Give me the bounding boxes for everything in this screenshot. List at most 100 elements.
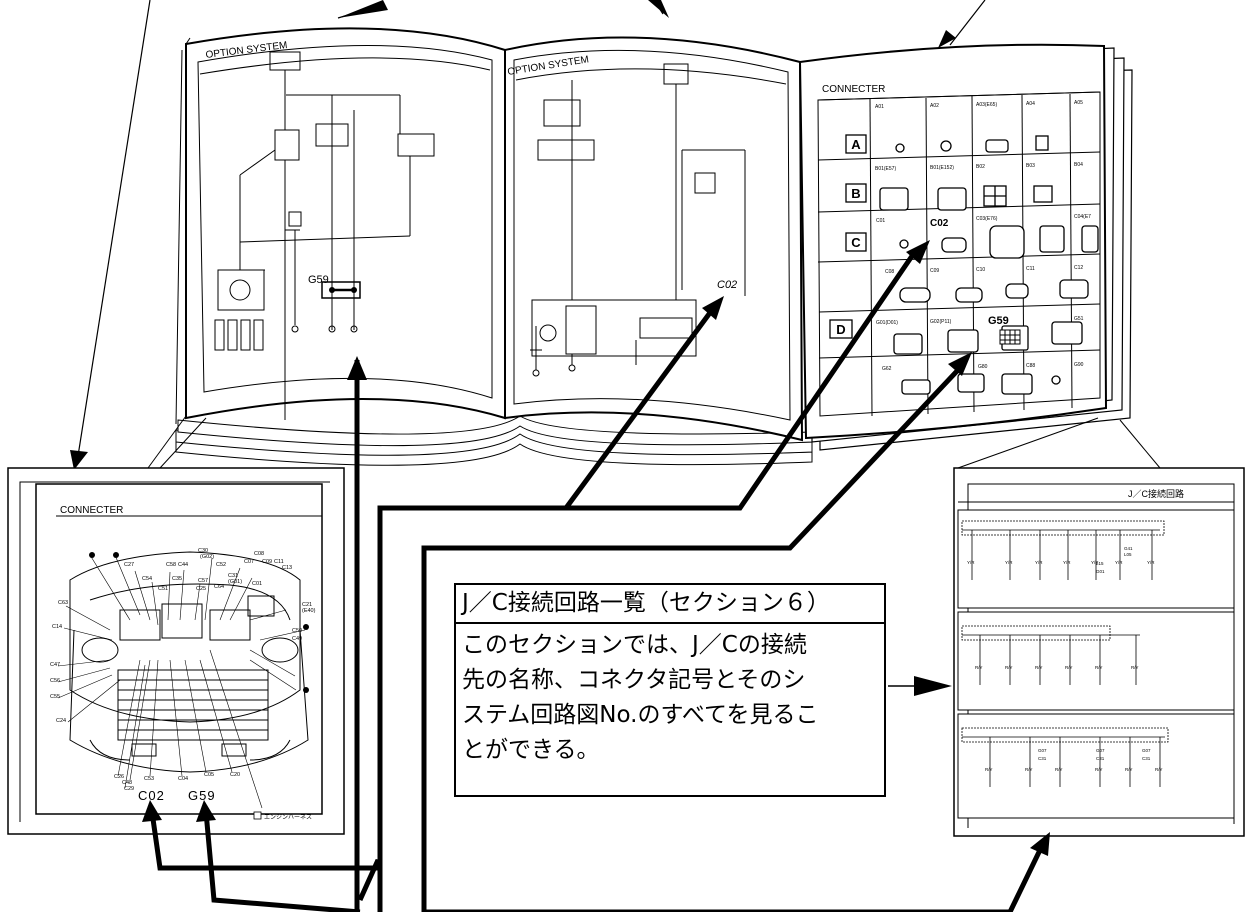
cell-label: G80 [978, 364, 988, 370]
connector-shapes [879, 135, 1099, 395]
info-callout-title: J／C接続回路一覧（セクション６） [456, 585, 884, 624]
cell-label: A02 [930, 103, 939, 109]
engine-bay-label: C31 [228, 573, 238, 579]
connector-row-letter-text: A B C D [836, 137, 861, 337]
engine-bay-label: C56 [50, 678, 60, 684]
cell-label: C12 [1074, 265, 1083, 271]
jc-wire-color: Y/R [1091, 560, 1099, 565]
cell-label: C03(E76) [976, 216, 998, 222]
left-page-schematic [199, 51, 491, 420]
engine-bay-label: C52 [216, 562, 226, 568]
engine-bay-label: C24 [56, 718, 66, 724]
cell-label: A01 [875, 104, 884, 110]
cell-label: B02 [976, 164, 985, 170]
row-letter-c: C [851, 235, 861, 250]
engine-bay-label: C54 [142, 576, 152, 582]
jc-junction-label: C31 [1096, 756, 1105, 761]
engine-bay-label: C30 [198, 548, 208, 554]
engine-bay-sketch [69, 551, 309, 773]
engine-bay-label: C26 [114, 774, 124, 780]
right-inset-title: J／C接続回路 [1128, 488, 1184, 499]
engine-bay-label: C29 [124, 786, 134, 792]
left-inset-title: CONNECTER [60, 505, 123, 516]
jc-circuit-drops [971, 530, 1161, 787]
cell-label: G62 [882, 366, 892, 372]
engine-bay-label: C63 [58, 600, 68, 606]
cell-label: G90 [1074, 362, 1084, 368]
cell-label: A05 [1074, 100, 1083, 106]
cell-label: C08 [885, 269, 894, 275]
connector-row-letters [829, 134, 867, 339]
cell-label: B01(E152) [930, 165, 954, 171]
jc-wire-color: R/Y [1131, 665, 1139, 670]
left-page-g59-label: G59 [308, 274, 329, 286]
jc-wire-color: R/Y [1055, 767, 1063, 772]
jc-junction-label: C31 [1038, 756, 1047, 761]
jc-wire-color: Y/R [1035, 560, 1043, 565]
jc-wire-color: R/Y [1155, 767, 1163, 772]
engine-bay-label: C01 [252, 581, 262, 587]
left-inset-c02-callout: C02 [138, 788, 165, 803]
open-binder: OPTION SYSTEM OPTION SYSTEM CONNECTER G5… [175, 27, 1133, 466]
engine-bay-label: C55 [50, 694, 60, 700]
engine-bay-label: C35 [172, 576, 182, 582]
info-callout-line: とができる。 [462, 737, 600, 763]
engine-bay-label: C48 [122, 780, 132, 786]
engine-bay-label: C07 [244, 559, 254, 565]
engine-bay-label: C57 [198, 578, 208, 584]
jc-wire-color: R/Y [1095, 767, 1103, 772]
row-letter-b: B [851, 186, 860, 201]
engine-bay-label: C09 [262, 559, 272, 565]
g59-connector-grid-icon [999, 329, 1021, 345]
cell-label: A03(E65) [976, 102, 997, 108]
infobox-arrowhead [914, 676, 952, 696]
top-arrowheads [70, 0, 956, 470]
cell-label: C88 [1026, 363, 1035, 369]
info-callout-box: J／C接続回路一覧（セクション６） このセクションでは、J／Cの接続 先の名称、… [454, 583, 886, 797]
cell-label: G01(D01) [876, 320, 898, 326]
cell-label: C01 [876, 218, 885, 224]
jc-wire-color: R/Y [1005, 665, 1013, 670]
jc-wire-color: Y/R [1005, 560, 1013, 565]
left-inset-g59-callout: G59 [188, 788, 216, 803]
inset-leader-lines [147, 415, 1161, 469]
engine-bay-label: C05 [204, 772, 214, 778]
thick-arrows [149, 254, 1043, 912]
row-letter-d: D [836, 322, 845, 337]
engine-bay-label: C08 [254, 551, 264, 557]
engine-bay-label: C04 [178, 776, 188, 782]
jc-wire-color: R/Y [1035, 665, 1043, 670]
cell-label: B03 [1026, 163, 1035, 169]
jc-wire-color: R/Y [1065, 665, 1073, 670]
info-callout-line: ステム回路図No.のすべてを見るこ [462, 702, 819, 728]
jc-junction-label: G41 [1124, 546, 1133, 551]
jc-junction-label: G01 [1096, 569, 1105, 574]
cell-label: B01(E57) [875, 166, 896, 172]
engine-bay-label: C58 [166, 562, 176, 568]
jc-wire-color: R/Y [1095, 665, 1103, 670]
engine-bay-label: C49 [292, 636, 302, 642]
engine-bay-label: C20 [230, 772, 240, 778]
g59-junction [329, 287, 357, 293]
cell-label: C10 [976, 267, 985, 273]
jc-junction-label: G07 [1142, 748, 1151, 753]
jc-wire-color: R/Y [1125, 767, 1133, 772]
engine-bay-label: (E40) [302, 608, 316, 614]
jc-junction-label: L15 [1096, 561, 1104, 566]
thick-arrowheads [142, 240, 1050, 856]
engine-bay-label: C11 [274, 559, 284, 565]
jc-wire-color: Y/R [1063, 560, 1071, 565]
engine-bay-label: C47 [50, 662, 60, 668]
engine-bay-label: C14 [52, 624, 62, 630]
cell-label-g59: G59 [988, 315, 1009, 327]
right-inset [953, 467, 1245, 837]
engine-bay-label: C27 [124, 562, 134, 568]
cell-label: C11 [1026, 266, 1035, 272]
info-callout-line: このセクションでは、J／Cの接続 [462, 632, 807, 658]
jc-wire-color: Y/R [1115, 560, 1123, 565]
jc-wire-color: Y/R [1147, 560, 1155, 565]
